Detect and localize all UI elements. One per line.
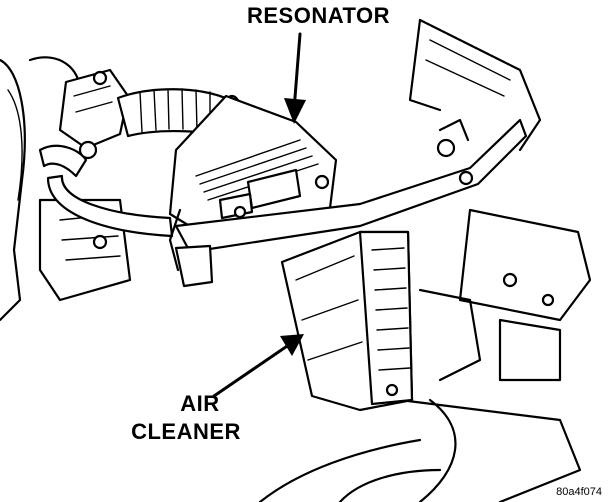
inner-fender bbox=[398, 18, 592, 502]
resonator bbox=[168, 94, 338, 272]
throttle-body bbox=[58, 68, 130, 160]
air-cleaner-arrow bbox=[212, 334, 304, 398]
air-cleaner-label-line1: AIR bbox=[180, 391, 220, 416]
mounting-bracket bbox=[174, 118, 528, 288]
resonator-label: RESONATOR bbox=[247, 3, 391, 28]
air-cleaner-label-line2: CLEANER bbox=[131, 419, 241, 444]
air-cleaner-housing bbox=[280, 230, 414, 412]
figure-id: 80a4f074 bbox=[556, 486, 602, 498]
resonator-arrow bbox=[284, 32, 306, 124]
lower-structure bbox=[258, 438, 442, 502]
